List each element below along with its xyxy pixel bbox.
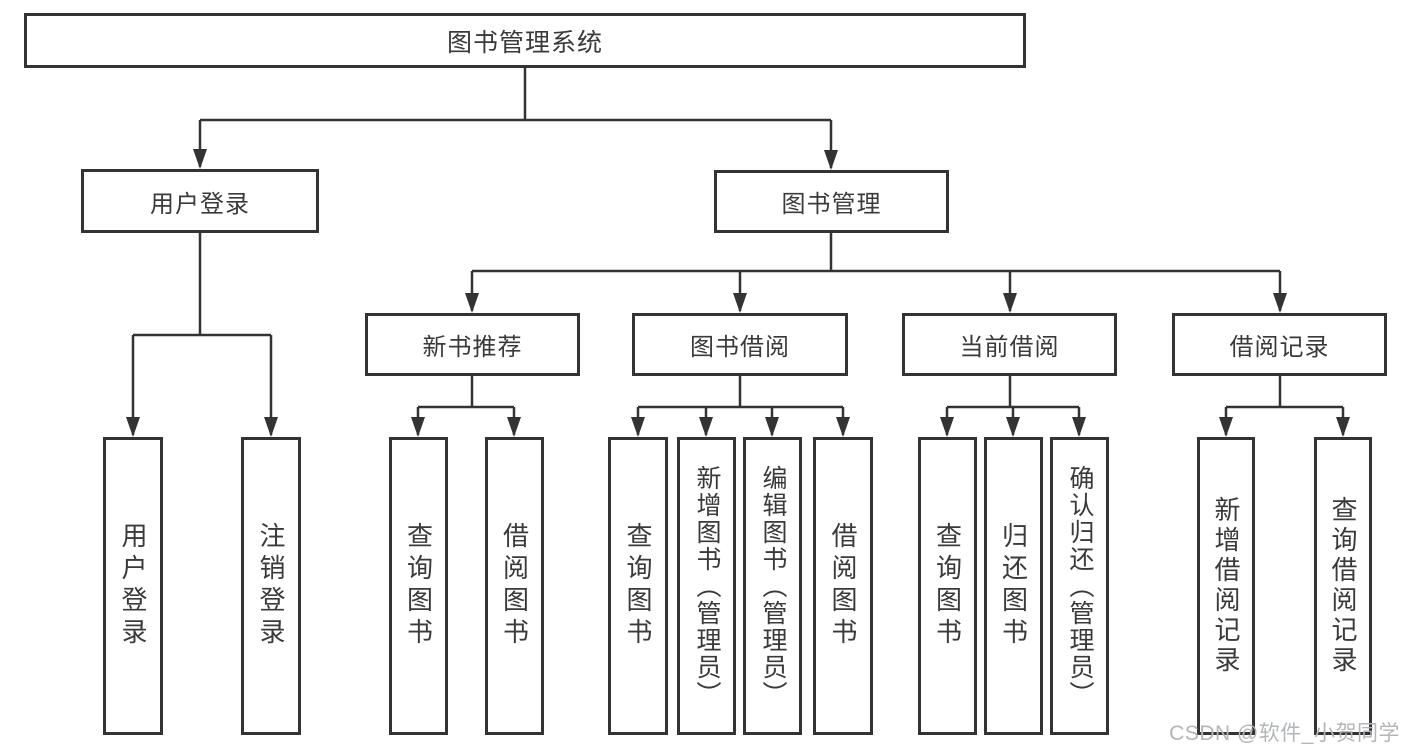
leaf-add-borrow-record-label: 新增借阅记录 — [1211, 496, 1241, 676]
leaf-user-login: 用户登录 — [103, 437, 163, 735]
leaf-user-login-label: 用户登录 — [118, 522, 148, 650]
leaf-confirm-return-admin: 确认归还（管理员） — [1050, 437, 1109, 735]
node-new-book-recommend-label: 新书推荐 — [422, 334, 523, 361]
node-current-borrowing: 当前借阅 — [902, 313, 1117, 376]
leaf-return-books-label: 归还图书 — [998, 522, 1029, 650]
leaf-confirm-return-admin-label: 确认归还（管理员） — [1066, 464, 1094, 708]
leaf-newbooks-borrow-books-label: 借阅图书 — [499, 522, 530, 650]
leaf-return-books: 归还图书 — [984, 437, 1043, 735]
leaf-borrow-search-books-label: 查询图书 — [623, 522, 653, 650]
node-book-management-label: 图书管理 — [781, 191, 882, 218]
node-user-login-label: 用户登录 — [150, 190, 250, 218]
node-book-borrowing-label: 图书借阅 — [690, 334, 790, 361]
connector-bookborrow-branch — [638, 376, 843, 409]
leaf-add-books-admin-label: 新增图书（管理员） — [693, 464, 721, 708]
leaf-current-search-books: 查询图书 — [918, 437, 977, 735]
connector-root-branch — [200, 68, 831, 122]
leaf-edit-books-admin-label: 编辑图书（管理员） — [759, 464, 787, 708]
node-book-borrowing: 图书借阅 — [632, 313, 848, 376]
leaf-current-search-books-label: 查询图书 — [932, 522, 963, 650]
leaf-add-books-admin: 新增图书（管理员） — [677, 437, 736, 735]
connector-newbooks-branch — [418, 376, 514, 409]
leaf-newbooks-borrow-books: 借阅图书 — [485, 437, 544, 735]
node-user-login: 用户登录 — [81, 169, 319, 233]
leaf-search-borrow-record-label: 查询借阅记录 — [1328, 496, 1358, 676]
leaf-add-borrow-record: 新增借阅记录 — [1197, 437, 1255, 735]
connector-userlogin-branch — [133, 233, 271, 337]
leaf-logout-label: 注销登录 — [256, 522, 286, 650]
node-new-book-recommend: 新书推荐 — [365, 313, 580, 376]
leaf-newbooks-search-books-label: 查询图书 — [403, 522, 434, 650]
connector-bookmgmt-branch — [472, 233, 1280, 273]
node-book-management: 图书管理 — [714, 170, 949, 233]
leaf-search-borrow-record: 查询借阅记录 — [1314, 437, 1372, 735]
leaf-newbooks-search-books: 查询图书 — [389, 437, 448, 735]
leaf-edit-books-admin: 编辑图书（管理员） — [743, 437, 802, 735]
node-library-system-label: 图书管理系统 — [446, 28, 603, 57]
connector-currentborrow-branch — [947, 376, 1079, 409]
leaf-borrow-books: 借阅图书 — [813, 437, 873, 735]
connector-records-branch — [1226, 376, 1343, 409]
leaf-logout: 注销登录 — [241, 437, 301, 735]
node-library-system: 图书管理系统 — [24, 13, 1026, 68]
node-borrow-records: 借阅记录 — [1172, 313, 1387, 376]
node-current-borrowing-label: 当前借阅 — [959, 334, 1060, 361]
leaf-borrow-search-books: 查询图书 — [608, 437, 668, 735]
watermark: CSDN @软件_小贺同学 — [1169, 722, 1400, 745]
node-borrow-records-label: 借阅记录 — [1229, 334, 1330, 361]
leaf-borrow-books-label: 借阅图书 — [828, 522, 858, 650]
